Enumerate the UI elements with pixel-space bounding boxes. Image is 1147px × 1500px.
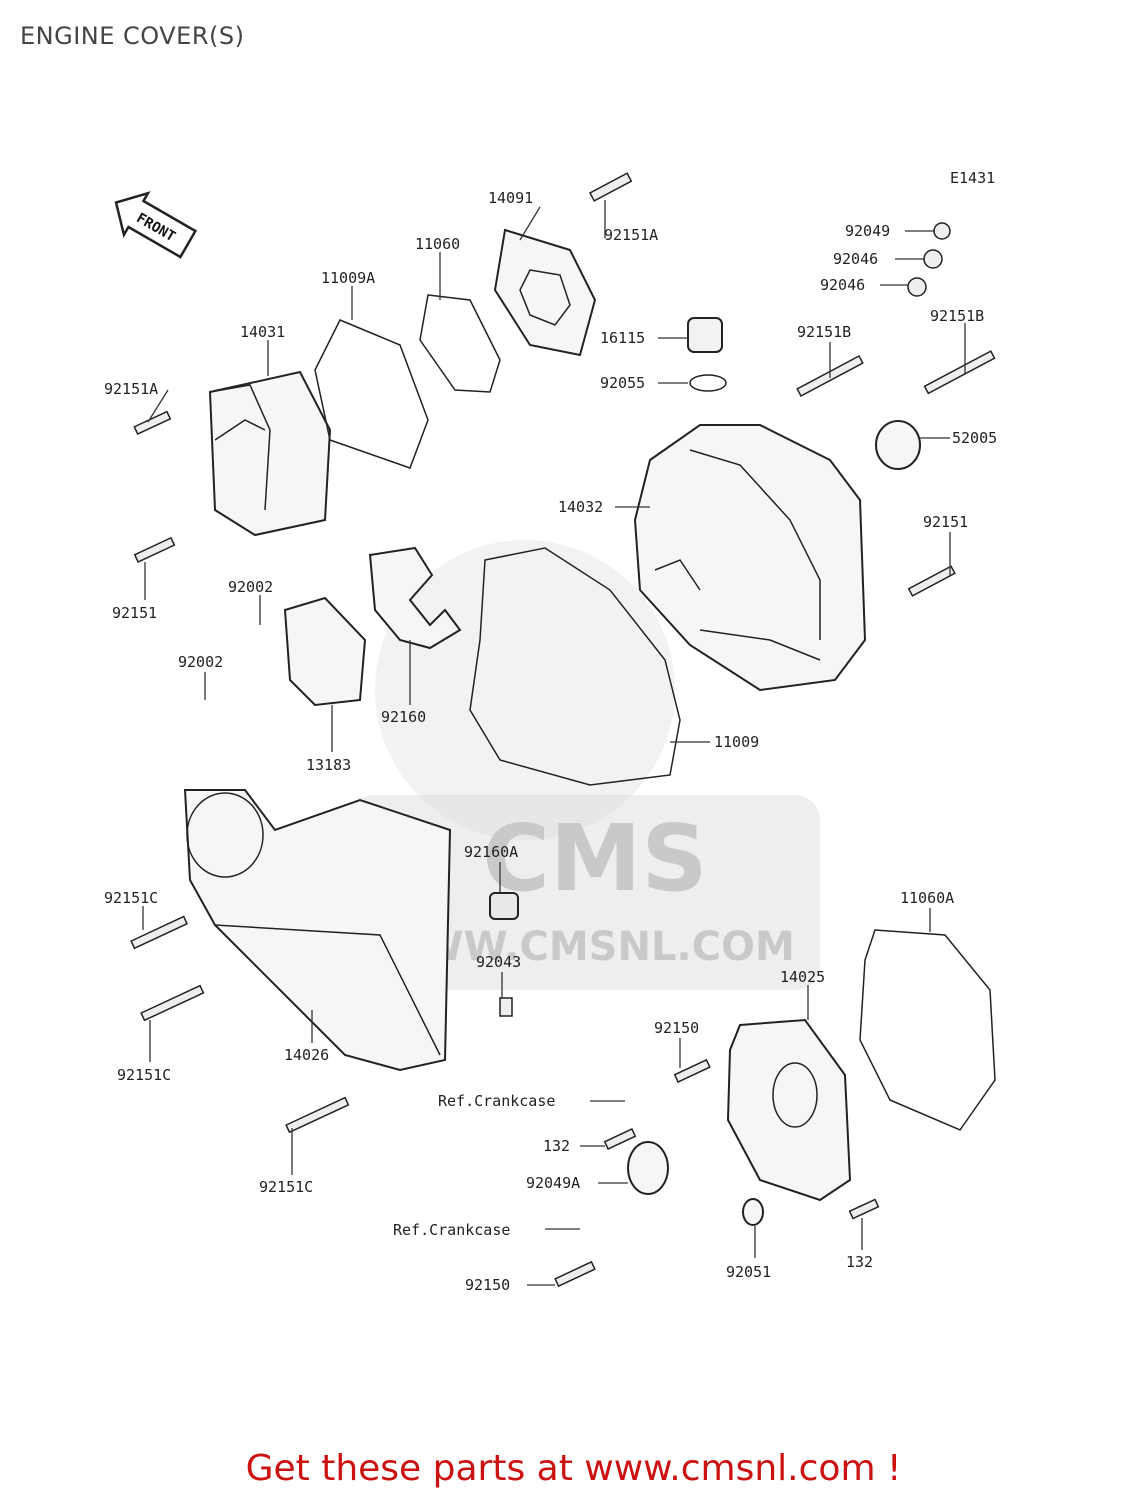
label-16115: 16115 xyxy=(600,329,645,347)
label-14025: 14025 xyxy=(780,968,825,986)
part-11060-gasket xyxy=(419,294,501,393)
label-132-a: 132 xyxy=(543,1137,570,1155)
label-92150-b: 92150 xyxy=(465,1276,510,1294)
label-14026: 14026 xyxy=(284,1046,329,1064)
label-14031: 14031 xyxy=(240,323,285,341)
part-13183-plate xyxy=(283,596,367,707)
label-92049a: 92049A xyxy=(526,1174,580,1192)
part-14031-cover xyxy=(208,370,332,537)
label-92049: 92049 xyxy=(845,222,890,240)
label-92151b-a: 92151B xyxy=(797,323,851,341)
part-92049-cap xyxy=(933,222,951,240)
label-92151c-c: 92151C xyxy=(259,1178,313,1196)
label-92160: 92160 xyxy=(381,708,426,726)
part-labels: 14091 92151A 11060 11009A 14031 92151A 9… xyxy=(104,189,997,1294)
diagram-code: E1431 xyxy=(950,169,995,187)
footer-promo-link[interactable]: Get these parts at www.cmsnl.com ! xyxy=(245,1448,902,1489)
part-52005-bearing xyxy=(875,420,921,470)
part-14091-ring xyxy=(493,228,597,357)
label-92043: 92043 xyxy=(476,953,521,971)
label-92150-a: 92150 xyxy=(654,1019,699,1037)
label-92151-left: 92151 xyxy=(112,604,157,622)
part-14025-cover xyxy=(726,1018,852,1202)
part-92043-pin xyxy=(499,997,513,1017)
label-92046b: 92046 xyxy=(820,276,865,294)
part-11009-gasket xyxy=(469,547,681,786)
watermark-brand: CMS xyxy=(482,805,707,912)
part-92046b-cap xyxy=(907,277,927,297)
label-92160a: 92160A xyxy=(464,843,518,861)
part-16115-cap xyxy=(687,317,723,353)
label-11009: 11009 xyxy=(714,733,759,751)
label-11009a: 11009A xyxy=(321,269,375,287)
label-92151a-left: 92151A xyxy=(104,380,158,398)
label-92151b-b: 92151B xyxy=(930,307,984,325)
leader-lines xyxy=(142,200,966,1286)
part-92160a-bush xyxy=(489,892,519,920)
label-92002b: 92002 xyxy=(178,653,223,671)
part-92046a-cap xyxy=(923,249,943,269)
label-13183: 13183 xyxy=(306,756,351,774)
label-92151c-a: 92151C xyxy=(104,889,158,907)
part-14026-lower-cover xyxy=(183,789,452,1072)
page-title: ENGINE COVER(S) xyxy=(20,22,245,50)
part-92051-seal xyxy=(742,1198,764,1226)
part-92049a-seal xyxy=(627,1141,669,1195)
label-52005: 52005 xyxy=(952,429,997,447)
label-14032: 14032 xyxy=(558,498,603,516)
part-92151a-top-bolt xyxy=(588,172,633,202)
label-92046a: 92046 xyxy=(833,250,878,268)
part-14032-clutch-cover xyxy=(633,424,867,692)
label-92151-right: 92151 xyxy=(923,513,968,531)
label-132-b: 132 xyxy=(846,1253,873,1271)
label-92151a-top: 92151A xyxy=(604,226,658,244)
label-92051: 92051 xyxy=(726,1263,771,1281)
part-11060a-gasket xyxy=(859,929,996,1131)
front-arrow-icon: FRONT xyxy=(114,191,198,259)
part-92055-oring xyxy=(689,374,727,392)
label-ref-crankcase-b: Ref.Crankcase xyxy=(393,1221,510,1239)
label-92002a: 92002 xyxy=(228,578,273,596)
label-11060: 11060 xyxy=(415,235,460,253)
label-11060a: 11060A xyxy=(900,889,954,907)
label-ref-crankcase-a: Ref.Crankcase xyxy=(438,1092,555,1110)
part-92160-damper xyxy=(368,546,462,650)
label-92055: 92055 xyxy=(600,374,645,392)
label-92151c-b: 92151C xyxy=(117,1066,171,1084)
label-14091: 14091 xyxy=(488,189,533,207)
part-11009a-gasket xyxy=(314,319,429,469)
